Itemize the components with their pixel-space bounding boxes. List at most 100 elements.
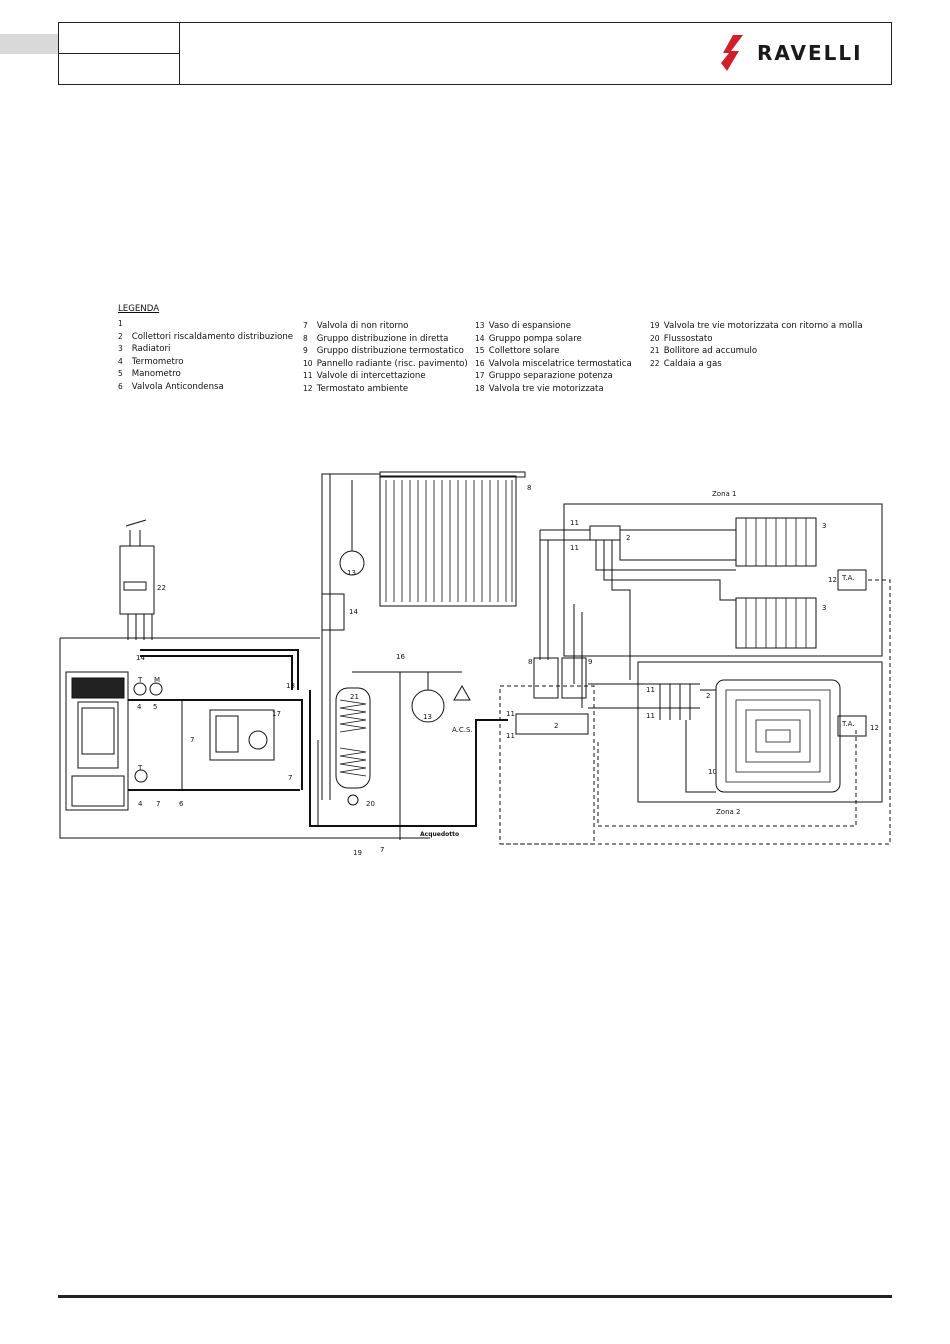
ta2-label: T.A.: [841, 720, 855, 728]
label-12-b: 12: [870, 724, 879, 732]
distribution-group-direct: [533, 657, 559, 699]
label-11-d: 11: [506, 732, 515, 740]
legend-item: 19 Valvola tre vie motorizzata con ritor…: [650, 321, 863, 331]
label-7-a: 7: [156, 800, 160, 808]
aqueduct-label: Acquedotto: [420, 831, 459, 838]
label-11-c: 11: [506, 710, 515, 718]
legend-item: 16 Valvola miscelatrice termostatica: [475, 358, 632, 369]
header-cell-bottom: [59, 54, 180, 84]
label-8: 8: [527, 484, 531, 492]
label-20: 20: [366, 800, 375, 808]
header-cell-top: [59, 23, 180, 54]
legend-item: 6 Valvola Anticondensa: [118, 381, 224, 392]
legend-item: 4 Termometro: [118, 356, 184, 367]
label-7-d: 7: [380, 846, 384, 854]
legend-item: 9 Gruppo distribuzione termostatico: [303, 346, 464, 357]
thermometer-gauge: [133, 682, 147, 696]
legend-item: 7 Valvola di non ritorno: [303, 321, 409, 331]
legend-item: 12 Termostato ambiente: [303, 383, 409, 394]
legend-column-1: 1 2 Collettori riscaldamento distribuzio…: [118, 318, 293, 394]
label-11-a: 11: [570, 519, 579, 527]
label-2-zone1: 2: [626, 534, 630, 542]
boiler-supply: [140, 649, 299, 690]
label-21: 21: [350, 693, 359, 701]
label-2-b: 2: [554, 722, 558, 730]
distribution-group-thermostatic: [561, 657, 587, 699]
label-7-b: 7: [190, 736, 194, 744]
storage-tank: [335, 687, 371, 789]
acs-label: A.C.S.: [452, 726, 473, 734]
ravelli-logo-icon: [721, 35, 743, 71]
label-11-b: 11: [570, 544, 579, 552]
solar-loop-pipe: [321, 473, 380, 800]
legend-item: 20 Flussostato: [650, 333, 713, 344]
label-12-a: 12: [828, 576, 837, 584]
solar-pump-group: [321, 593, 345, 631]
legend-item: 18 Valvola tre vie motorizzata: [475, 383, 604, 394]
legend-item: 8 Gruppo distribuzione in diretta: [303, 333, 449, 344]
label-17: 17: [272, 710, 281, 718]
label-10: 10: [708, 768, 717, 776]
label-2-c: 2: [706, 692, 710, 700]
label-3-top: 3: [822, 522, 826, 530]
zone2-label: Zona 2: [716, 808, 740, 816]
solar-collector-tubes: [385, 480, 513, 602]
legend-item: 21 Bollitore ad accumulo: [650, 346, 758, 357]
label-T-2: T: [137, 764, 143, 772]
dhw-tap: [453, 684, 471, 701]
label-14: 14: [136, 654, 145, 662]
label-3-bottom: 3: [822, 604, 826, 612]
ravelli-logo: RAVELLI: [719, 33, 869, 73]
legend-item: 5 Manometro: [118, 369, 181, 380]
label-11-f: 11: [646, 712, 655, 720]
label-8-b: 8: [528, 658, 532, 666]
legend-column-2: 7 Valvola di non ritorno 8 Gruppo distri…: [303, 320, 468, 396]
gas-boiler: [119, 545, 155, 615]
main-flow-pipe: [309, 690, 508, 827]
page-tab: [0, 34, 58, 54]
label-14-b: 14: [349, 608, 358, 616]
house-outline: [59, 637, 338, 839]
floor-radiant-panel: [715, 679, 841, 793]
label-5: 5: [153, 703, 157, 711]
label-19: 19: [353, 849, 362, 857]
label-18: 18: [286, 682, 295, 690]
zone1-label: Zona 1: [712, 490, 736, 498]
label-T: T: [137, 676, 143, 684]
legend-item: 13 Vaso di espansione: [475, 321, 572, 331]
dhw-pipe: [352, 671, 462, 840]
label-4-b: 4: [138, 800, 143, 808]
thermometer-gauge-2: [134, 769, 148, 783]
label-13-a: 13: [423, 713, 432, 721]
legend-item: 10 Pannello radiante (risc. pavimento): [303, 358, 468, 369]
legend-item: 3 Radiatori: [118, 344, 171, 355]
zone1-collector: [589, 525, 621, 541]
collector-2: [515, 713, 589, 735]
label-6: 6: [179, 800, 184, 808]
solar-collector: [379, 475, 517, 607]
label-16: 16: [396, 653, 405, 661]
legend-item: 11 Valvole di intercettazione: [303, 371, 426, 382]
page-header: RAVELLI: [58, 22, 892, 85]
footer-rule: [58, 1295, 892, 1298]
legend-column-3: 13 Vaso di espansione 14 Gruppo pompa so…: [475, 320, 632, 396]
room-thermostat-2: [837, 715, 867, 737]
stove-flow-pipe: [128, 699, 303, 790]
legend-item: 14 Gruppo pompa solare: [475, 333, 582, 344]
label-4-a: 4: [137, 703, 142, 711]
label-M: M: [154, 676, 160, 684]
zone1-box: [563, 503, 883, 657]
legend-item: 22 Caldaia a gas: [650, 358, 722, 369]
power-separation-group: [209, 709, 275, 761]
label-7-c: 7: [288, 774, 292, 782]
legend-item: 17 Gruppo separazione potenza: [475, 371, 613, 382]
legend-title: LEGENDA: [118, 304, 160, 314]
label-9: 9: [588, 658, 592, 666]
manometer-gauge: [149, 682, 163, 696]
room-thermostat-1: [837, 569, 867, 591]
legend-item: 1: [118, 319, 123, 328]
label-13-b: 13: [347, 569, 356, 577]
tank-coil: [339, 699, 367, 777]
brand-name: RAVELLI: [757, 41, 863, 65]
